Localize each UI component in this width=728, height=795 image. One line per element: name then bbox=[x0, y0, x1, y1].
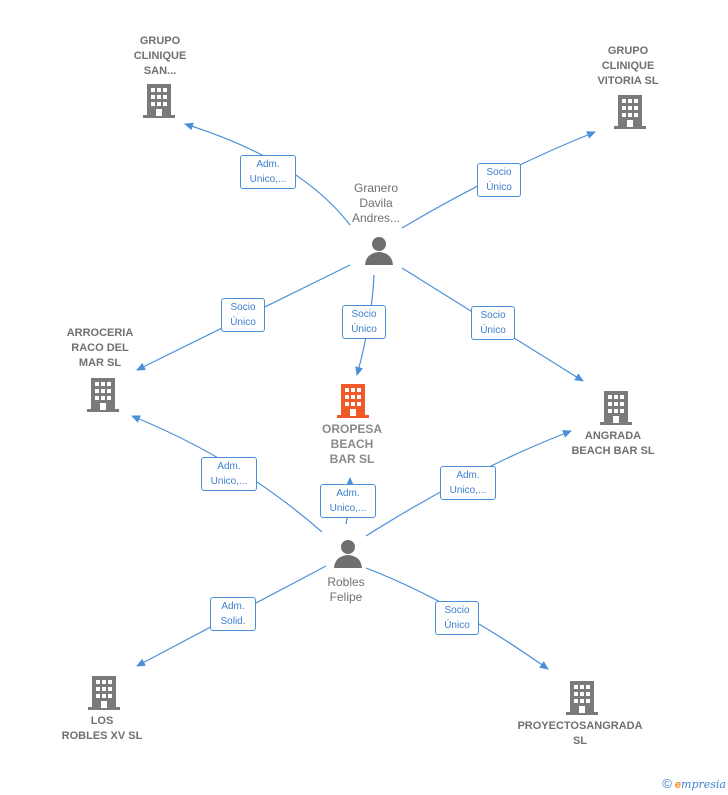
node-angrada-beach[interactable]: ANGRADA BEACH BAR SL bbox=[571, 430, 655, 457]
node-robles-felipe[interactable]: Robles Felipe bbox=[327, 575, 365, 604]
relation-robles-to-arroceria[interactable]: Adm. Unico,... bbox=[201, 457, 257, 491]
relation-granero-to-vitoria[interactable]: Socio Único bbox=[477, 163, 521, 197]
node-proyectosangrada[interactable]: PROYECTOSANGRADA SL bbox=[517, 720, 643, 747]
node-granero-davila[interactable]: Granero Davila Andres... bbox=[351, 181, 401, 225]
node-los-robles[interactable]: LOS ROBLES XV SL bbox=[61, 715, 143, 742]
footer-brand[interactable]: © empresia bbox=[662, 776, 726, 791]
relation-robles-to-angrada[interactable]: Adm. Unico,... bbox=[440, 466, 496, 500]
proyectosangrada-building-icon bbox=[566, 681, 598, 715]
robles-felipe-person-icon bbox=[334, 540, 362, 568]
relation-granero-to-angrada[interactable]: Socio Único bbox=[471, 306, 515, 340]
grupo-clinique-vitoria-building-icon bbox=[614, 95, 646, 129]
node-grupo-clinique-vitoria[interactable]: GRUPO CLINIQUE VITORIA SL bbox=[597, 45, 659, 87]
oropesa-beach-building-icon bbox=[337, 384, 369, 418]
angrada-beach-building-icon bbox=[600, 391, 632, 425]
node-arroceria-raco[interactable]: ARROCERIA RACO DEL MAR SL bbox=[66, 327, 134, 369]
relation-granero-to-san[interactable]: Adm. Unico,... bbox=[240, 155, 296, 189]
relation-robles-to-oropesa[interactable]: Adm. Unico,... bbox=[320, 484, 376, 518]
granero-davila-person-icon bbox=[365, 237, 393, 265]
los-robles-building-icon bbox=[88, 676, 120, 710]
brand-logo-initial: e bbox=[674, 779, 682, 791]
node-grupo-clinique-san[interactable]: GRUPO CLINIQUE SAN... bbox=[133, 35, 187, 77]
brand-name: mpresia bbox=[681, 778, 726, 791]
copyright-symbol: © bbox=[662, 776, 672, 791]
relation-robles-to-losrobles[interactable]: Adm. Solid. bbox=[210, 597, 256, 631]
arroceria-raco-building-icon bbox=[87, 378, 119, 412]
relation-granero-to-arroceria[interactable]: Socio Único bbox=[221, 298, 265, 332]
grupo-clinique-san-building-icon bbox=[143, 84, 175, 118]
relation-robles-to-proyectos[interactable]: Socio Único bbox=[435, 601, 479, 635]
node-oropesa-beach[interactable]: OROPESA BEACH BAR SL bbox=[321, 422, 382, 466]
relation-granero-to-oropesa[interactable]: Socio Único bbox=[342, 305, 386, 339]
